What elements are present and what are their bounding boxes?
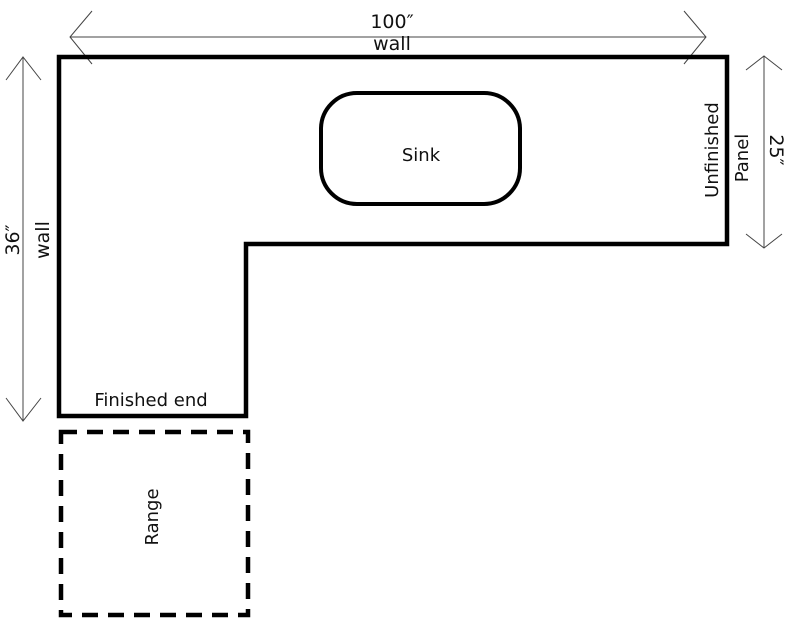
top-wall-label: wall	[373, 33, 411, 55]
range-outline	[58, 429, 251, 618]
range-label: Range	[142, 488, 163, 545]
sink-outline	[319, 91, 522, 206]
panel-label: Panel	[732, 134, 753, 183]
countertop-outline	[56, 54, 730, 419]
unfinished-label: Unfinished	[702, 102, 723, 198]
left-wall-label: wall	[32, 221, 54, 259]
top-length-label: 100″	[370, 11, 413, 33]
sink-label: Sink	[402, 145, 441, 166]
right-length-label: 25″	[765, 134, 787, 165]
finished-end-label: Finished end	[94, 390, 207, 411]
left-dimension-arrow	[5, 56, 42, 422]
left-length-label: 36″	[2, 224, 24, 255]
